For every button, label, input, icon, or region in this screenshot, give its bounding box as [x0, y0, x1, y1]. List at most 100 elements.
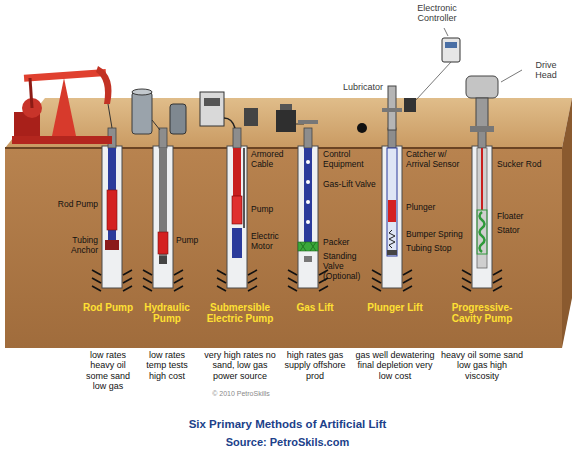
pumpjack-base [12, 136, 112, 144]
gas-lift-valve [306, 180, 310, 184]
power-fluid-tank [132, 92, 152, 134]
standing-valve [304, 256, 312, 262]
tubing-stop [387, 250, 397, 255]
tubing [108, 148, 116, 240]
power-fluid-line [152, 120, 160, 130]
tubing [477, 148, 487, 268]
part-label: Pump [251, 205, 295, 215]
method-column: Rod Pumplow rates heavy oil some sand lo… [80, 302, 136, 391]
controller-wire [416, 62, 451, 100]
tubing [233, 148, 241, 196]
pitman-arm [30, 78, 32, 108]
method-name: Plunger Lift [355, 302, 435, 348]
method-note: gas well dewatering final depletion very… [355, 350, 435, 381]
part-label: Gas-Lift Valve [323, 180, 379, 190]
gas-lift-valve [306, 160, 310, 164]
tubing [387, 148, 397, 256]
well-bore [92, 128, 132, 291]
esp-pump [232, 196, 242, 224]
ground-side [562, 98, 572, 348]
method-name: Rod Pump [80, 302, 136, 348]
rod-pump [107, 190, 117, 230]
part-label: Tubing Anchor [46, 236, 98, 256]
drive-motor [466, 76, 498, 98]
tubing [159, 148, 167, 256]
plunger [388, 200, 396, 222]
part-label: Catcher w/ Arrival Sensor [406, 150, 468, 170]
electric-motor [232, 228, 242, 258]
well-bore [462, 128, 502, 291]
method-name: Hydraulic Pump [139, 302, 195, 348]
walking-beam [24, 69, 106, 82]
watermark: © 2010 PetroSkills [196, 390, 286, 398]
method-note: very high rates no sand, low gas power s… [202, 350, 278, 381]
equipment-label: Lubricator [340, 82, 386, 92]
part-label: Packer [323, 238, 379, 248]
method-name: Gas Lift [283, 302, 347, 348]
flow-tee [382, 108, 402, 112]
armored-cable [243, 148, 245, 228]
packer-hatch [300, 242, 316, 251]
method-column: Submersible Electric Pumpvery high rates… [202, 302, 278, 381]
part-label: Pump [176, 236, 220, 246]
compressor [276, 110, 296, 132]
switchboard-panel [204, 98, 220, 106]
equipment-label: Electronic Controller [404, 3, 470, 24]
ground-surface [5, 98, 572, 148]
method-column: Progressive-Cavity Pumpheavy oil some sa… [440, 302, 524, 381]
sucker-rod [481, 148, 483, 210]
method-note: low rates temp tests high cost [139, 350, 195, 381]
tubing [304, 148, 312, 246]
wellhead-valve [298, 120, 318, 124]
figure-caption: Six Primary Methods of Artificial Lift [0, 418, 575, 430]
motor-valve [357, 123, 367, 133]
hydraulic-pump [158, 232, 168, 254]
part-label: Rod Pump [46, 200, 98, 210]
compressor-top [280, 104, 292, 110]
switchboard [200, 92, 224, 126]
drive-base [470, 126, 494, 132]
gas-lift-valve [306, 220, 310, 224]
tank-top [132, 89, 152, 95]
power-cable [224, 118, 235, 128]
method-note: high rates gas supply offshore prod [283, 350, 347, 381]
part-label: Plunger [406, 203, 468, 213]
surface-pump [170, 104, 186, 134]
rotor-helix [480, 212, 485, 252]
part-label: Standing Valve (Optional) [323, 252, 379, 281]
samson-post [52, 78, 76, 136]
gas-lift-valve [306, 200, 310, 204]
leader-line [501, 70, 522, 82]
part-label: Electric Motor [251, 232, 295, 252]
transformer [244, 108, 258, 126]
part-label: Armored Cable [251, 150, 295, 170]
method-column: Gas Lifthigh rates gas supply offshore p… [283, 302, 347, 381]
packer [298, 242, 318, 251]
part-label: Floater [497, 212, 557, 222]
method-note: low rates heavy oil some sand low gas [80, 350, 136, 391]
method-column: Plunger Liftgas well dewatering final de… [355, 302, 435, 381]
drive-head [476, 98, 488, 128]
source-note: Source: PetroSkils.com [0, 436, 575, 449]
electronic-controller [442, 38, 460, 62]
bumper-spring [389, 230, 395, 248]
part-label: Stator [497, 226, 557, 236]
bridle [108, 104, 112, 128]
part-label: Bumper Spring [406, 230, 468, 240]
equipment-label: Drive Head [524, 60, 568, 81]
well-bore [288, 128, 328, 291]
method-note: heavy oil some sand low gas high viscosi… [440, 350, 524, 381]
method-name: Progressive-Cavity Pump [440, 302, 524, 348]
method-column: Hydraulic Pumplow rates temp tests high … [139, 302, 195, 381]
controller-box [404, 98, 416, 112]
tubing-anchor [105, 240, 119, 250]
leader-line [444, 28, 448, 36]
well-bore [143, 128, 183, 291]
part-label: Sucker Rod [497, 160, 557, 170]
part-label: Tubing Stop [406, 244, 468, 254]
stator [477, 210, 487, 254]
part-label: Control Equipment [323, 150, 379, 170]
controller-display [445, 42, 457, 48]
